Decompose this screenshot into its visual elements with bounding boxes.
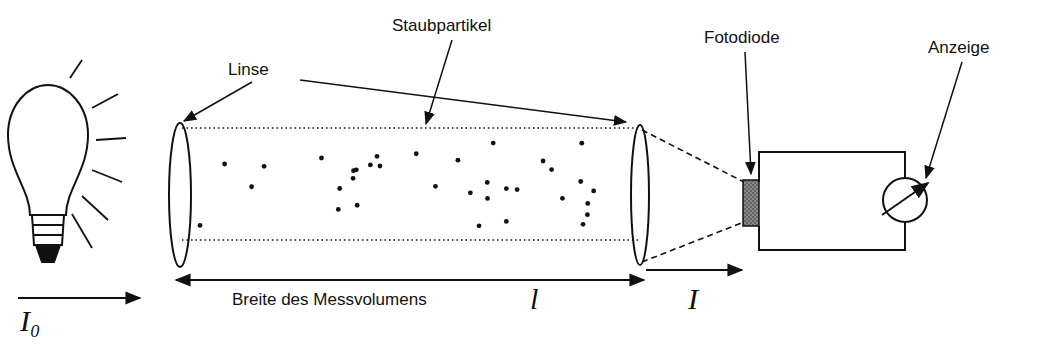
dust-particle bbox=[249, 184, 254, 189]
dust-particle bbox=[337, 186, 342, 191]
focus-line bbox=[642, 130, 744, 182]
symbol-label: l bbox=[530, 282, 538, 317]
dust-particle bbox=[491, 141, 496, 146]
dust-particle bbox=[378, 164, 383, 169]
beam-edge bbox=[182, 127, 638, 129]
dimension-label: Breite des Messvolumens bbox=[232, 290, 427, 310]
part-label: Linse bbox=[228, 60, 269, 80]
dust-particle bbox=[549, 167, 554, 172]
dust-particle bbox=[414, 151, 419, 156]
light-bulb bbox=[8, 85, 88, 262]
photodiode bbox=[743, 180, 759, 226]
dust-particle bbox=[585, 201, 590, 206]
symbol-label: I₀ bbox=[20, 304, 40, 339]
part-label: Fotodiode bbox=[704, 28, 780, 48]
dust-particle bbox=[504, 186, 509, 191]
dust-particle bbox=[368, 163, 373, 168]
dust-particle bbox=[515, 187, 520, 192]
lens bbox=[169, 123, 191, 267]
dust-particle bbox=[591, 189, 596, 194]
dust-particle bbox=[355, 203, 360, 208]
dust-particle bbox=[581, 222, 586, 227]
lens bbox=[631, 125, 649, 265]
double-arrow bbox=[176, 279, 644, 281]
leader-lines bbox=[184, 40, 962, 178]
dust-particle bbox=[433, 184, 438, 189]
dust-particles bbox=[198, 141, 596, 228]
circuit bbox=[759, 152, 928, 250]
dust-particle bbox=[351, 176, 356, 181]
dust-particle bbox=[336, 207, 341, 212]
symbol-label: I bbox=[688, 282, 698, 317]
dust-particle bbox=[585, 212, 590, 217]
dust-particle bbox=[222, 162, 227, 167]
intensity-arrow bbox=[646, 269, 742, 271]
part-label: Anzeige bbox=[928, 38, 989, 58]
intensity-arrow bbox=[18, 297, 140, 299]
dust-particle bbox=[560, 196, 565, 201]
dust-particle bbox=[477, 223, 482, 228]
dust-particle bbox=[485, 196, 490, 201]
dust-particle bbox=[198, 223, 203, 228]
dust-particle bbox=[504, 219, 509, 224]
part-label: Staubpartikel bbox=[392, 16, 491, 36]
dust-particle bbox=[319, 156, 324, 161]
dust-particle bbox=[262, 164, 267, 169]
dust-particle bbox=[468, 190, 473, 195]
light-rays bbox=[70, 60, 126, 248]
focus-line bbox=[642, 222, 744, 262]
dust-particle bbox=[578, 179, 583, 184]
dust-particle bbox=[579, 141, 584, 146]
beam-edge bbox=[182, 239, 638, 241]
dust-particle bbox=[485, 180, 490, 185]
dust-particle bbox=[541, 159, 546, 164]
dust-particle bbox=[375, 154, 380, 159]
dust-particle bbox=[455, 158, 460, 163]
dust-particle bbox=[351, 168, 356, 173]
